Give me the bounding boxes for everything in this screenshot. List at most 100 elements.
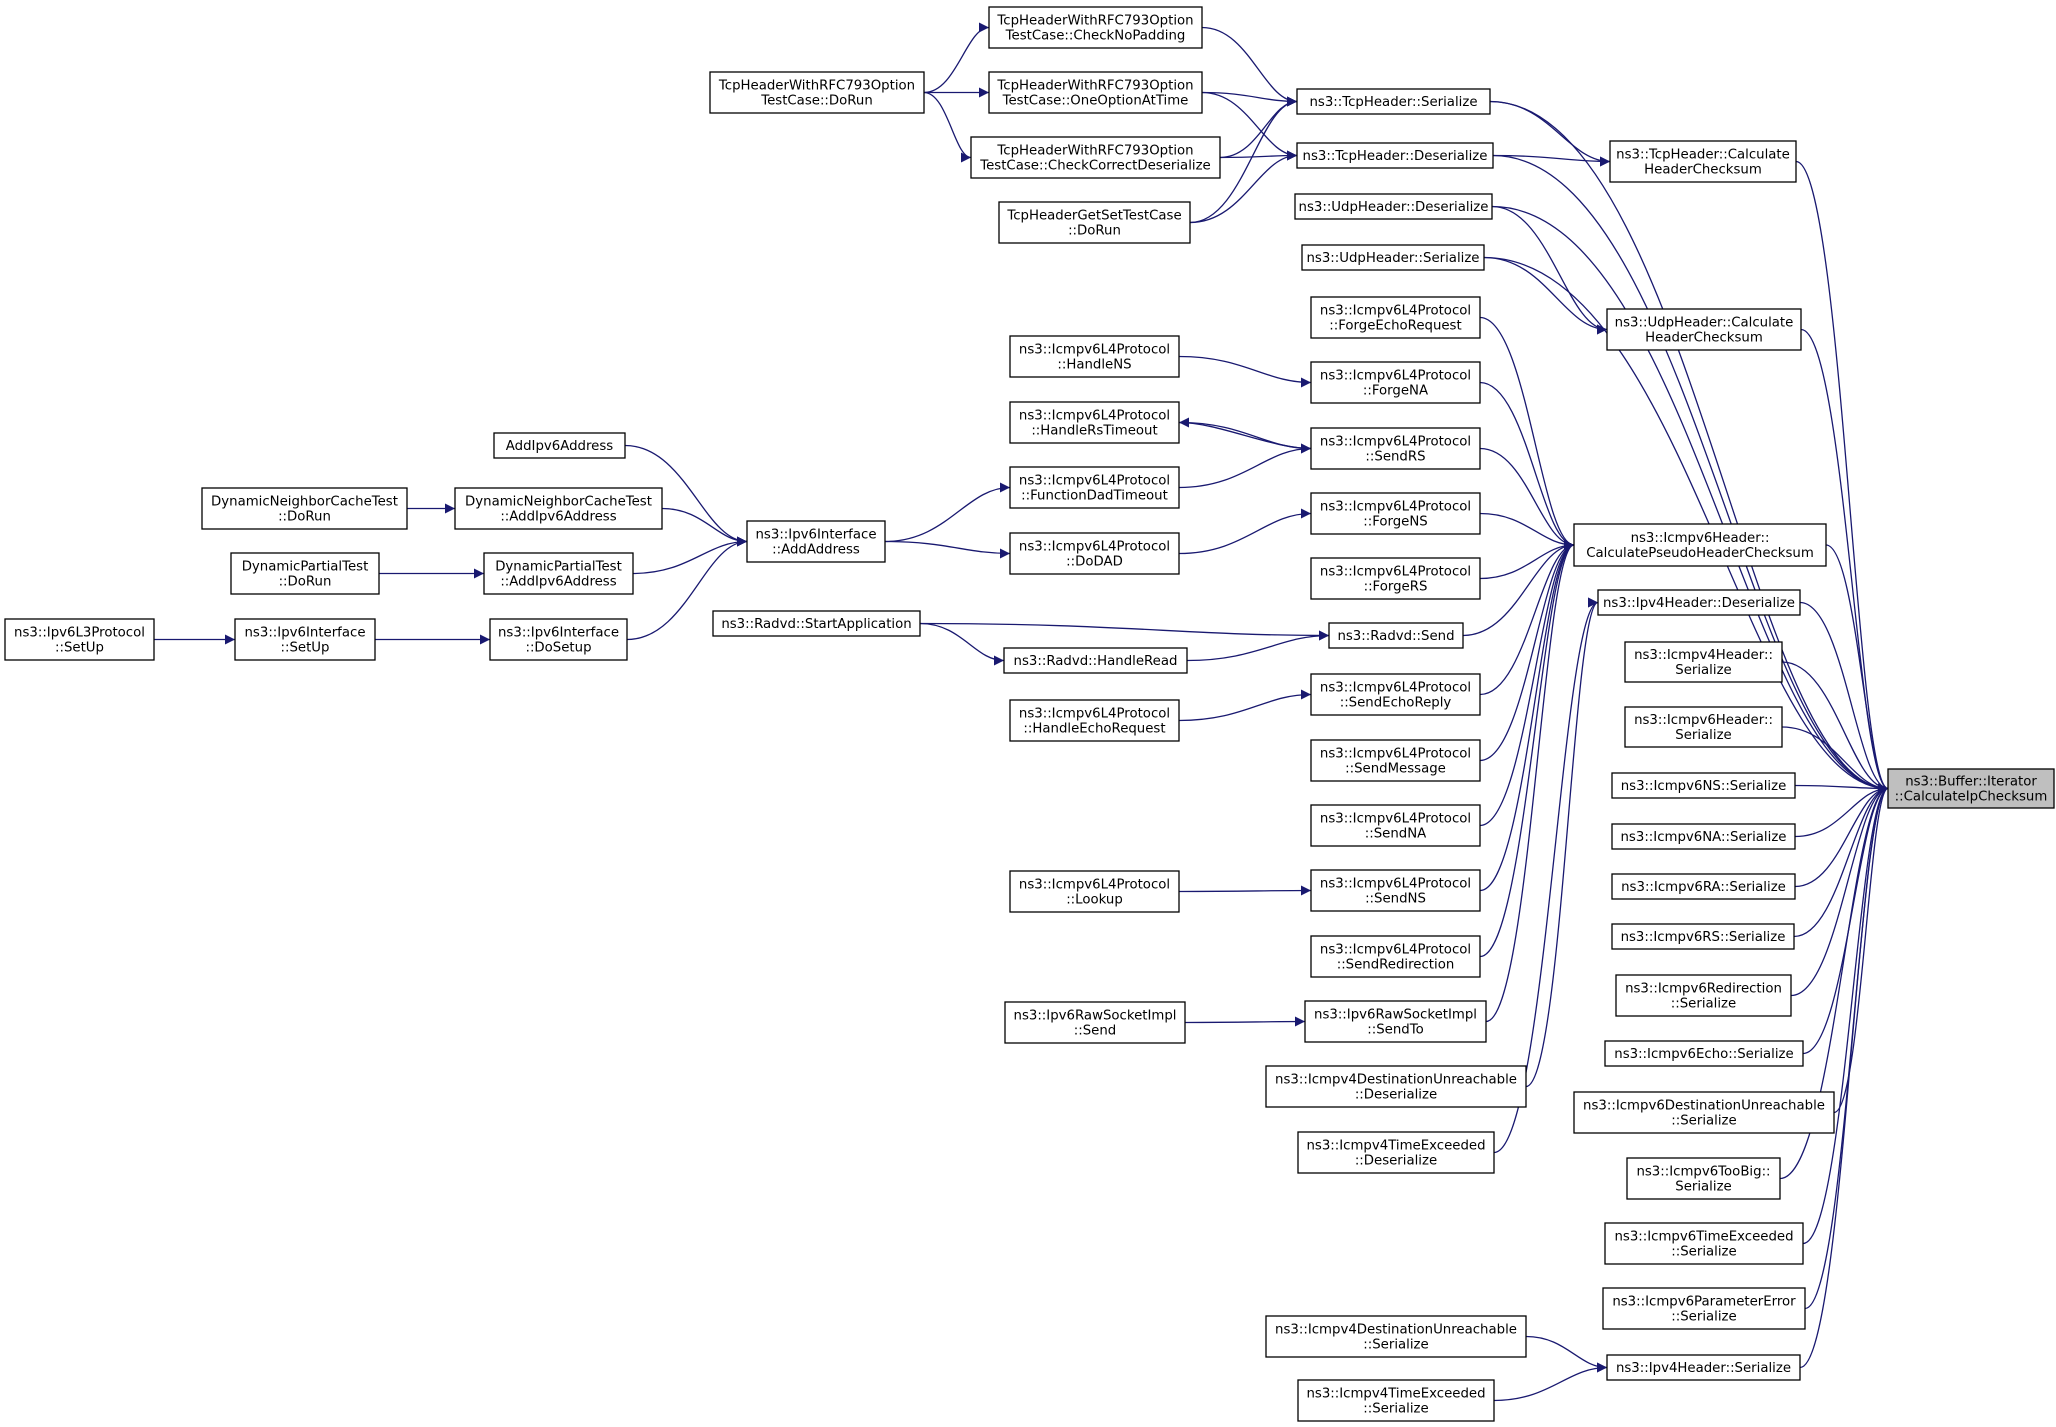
node-ns3-icmpv6l4protocol-dodad[interactable]: ns3::Icmpv6L4Protocol::DoDAD	[1009, 532, 1180, 575]
node-ns3-icmpv6l4protocol-functiondadtimeout[interactable]: ns3::Icmpv6L4Protocol::FunctionDadTimeou…	[1009, 466, 1180, 509]
node-ns3-icmpv6l4protocol-sendechoreply[interactable]: ns3::Icmpv6L4Protocol::SendEchoReply	[1310, 673, 1481, 716]
node-label-line: ns3::Icmpv6L4Protocol	[1019, 707, 1170, 722]
node-label-line: TestCase::DoRun	[760, 94, 873, 109]
node-label-line: ns3::Icmpv6ParameterError	[1612, 1295, 1796, 1310]
node-dynamicpartialtest-addipv6address[interactable]: DynamicPartialTest::AddIpv6Address	[483, 552, 634, 595]
node-ns3-radvd-startapplication[interactable]: ns3::Radvd::StartApplication	[712, 610, 921, 637]
node-ns3-icmpv6redirection-serialize[interactable]: ns3::Icmpv6Redirection::Serialize	[1615, 974, 1792, 1017]
node-box	[1304, 1000, 1487, 1043]
node-ns3-icmpv6l4protocol-sendns[interactable]: ns3::Icmpv6L4Protocol::SendNS	[1310, 869, 1481, 912]
node-ns3-ipv6interface-setup[interactable]: ns3::Ipv6Interface::SetUp	[234, 618, 376, 661]
node-label-line: ::SendNA	[1365, 827, 1427, 842]
node-ns3-tcpheader-deserialize[interactable]: ns3::TcpHeader::Deserialize	[1296, 142, 1494, 169]
node-ns3-ipv6l3protocol-setup[interactable]: ns3::Ipv6L3Protocol::SetUp	[4, 618, 155, 661]
node-label-line: ns3::Icmpv6L4Protocol	[1320, 500, 1471, 515]
node-ns3-ipv4header-serialize[interactable]: ns3::Ipv4Header::Serialize	[1606, 1354, 1801, 1381]
node-ns3-icmpv6l4protocol-forgers[interactable]: ns3::Icmpv6L4Protocol::ForgeRS	[1310, 557, 1481, 600]
node-label-line: ns3::Icmpv6NA::Serialize	[1621, 830, 1787, 845]
node-ns3-icmpv4destinationunreachable-serialize[interactable]: ns3::Icmpv4DestinationUnreachable::Seria…	[1265, 1315, 1527, 1358]
node-ns3-icmpv6ra-serialize[interactable]: ns3::Icmpv6RA::Serialize	[1611, 873, 1796, 900]
node-label-line: ns3::Icmpv4Header::	[1634, 648, 1773, 663]
node-label-line: ::AddIpv6Address	[500, 575, 616, 590]
node-box	[1004, 1001, 1186, 1044]
node-label-line: ::SetUp	[55, 641, 104, 656]
node-ns3-icmpv4header-serialize[interactable]: ns3::Icmpv4Header::Serialize	[1624, 641, 1783, 683]
node-box	[1310, 739, 1481, 782]
node-ns3-icmpv6timeexceeded-serialize[interactable]: ns3::Icmpv6TimeExceeded::Serialize	[1604, 1222, 1804, 1265]
edge-destUnreach4Des-to-ipv4Des	[1525, 597, 1599, 1088]
node-dynamicneighborcachetest-dorun[interactable]: DynamicNeighborCacheTest::DoRun	[201, 487, 408, 530]
node-ns3-tcpheader-serialize[interactable]: ns3::TcpHeader::Serialize	[1296, 88, 1491, 115]
node-ns3-radvd-send[interactable]: ns3::Radvd::Send	[1328, 622, 1464, 649]
node-label-line: ns3::Icmpv6L4Protocol	[1320, 369, 1471, 384]
node-ns3-ipv6rawsocketimpl-sendto[interactable]: ns3::Ipv6RawSocketImpl::SendTo	[1304, 1000, 1487, 1043]
node-ns3-icmpv6toobig-serialize[interactable]: ns3::Icmpv6TooBig::Serialize	[1626, 1157, 1781, 1200]
node-box	[988, 71, 1203, 114]
node-label-line: ns3::Icmpv6L4Protocol	[1019, 409, 1170, 424]
edge-destUnreach4Ser-to-ipv4Ser	[1525, 1335, 1608, 1373]
node-box	[1310, 804, 1481, 847]
node-ns3-radvd-handleread[interactable]: ns3::Radvd::HandleRead	[1003, 647, 1188, 674]
node-tcpheaderwithrfc793optiontestcase-checkcorrectdeserialize[interactable]: TcpHeaderWithRFC793OptionTestCase::Check…	[970, 136, 1221, 179]
node-ns3-icmpv6destinationunreachable-serialize[interactable]: ns3::Icmpv6DestinationUnreachable::Seria…	[1573, 1091, 1835, 1134]
node-ns3-icmpv6l4protocol-handleechorequest[interactable]: ns3::Icmpv6L4Protocol::HandleEchoRequest	[1009, 699, 1180, 742]
node-label-line: ns3::Icmpv6L4Protocol	[1320, 943, 1471, 958]
edge-tcpRfcDoRun-to-checkCorr	[923, 91, 972, 163]
node-box	[1301, 244, 1485, 271]
node-ns3-icmpv6parametererror-serialize[interactable]: ns3::Icmpv6ParameterError::Serialize	[1602, 1287, 1806, 1330]
node-ns3-icmpv6l4protocol-sendredirection[interactable]: ns3::Icmpv6L4Protocol::SendRedirection	[1310, 935, 1481, 978]
node-label-line: ns3::Icmpv6TimeExceeded	[1614, 1230, 1793, 1245]
node-ns3-icmpv6l4protocol-sendrs[interactable]: ns3::Icmpv6L4Protocol::SendRS	[1310, 427, 1481, 470]
node-ns3-icmpv6l4protocol-handlerstimeout[interactable]: ns3::Icmpv6L4Protocol::HandleRsTimeout	[1009, 401, 1180, 444]
node-label-line: ns3::Icmpv4TimeExceeded	[1306, 1139, 1485, 1154]
node-ns3-icmpv6l4protocol-forgens[interactable]: ns3::Icmpv6L4Protocol::ForgeNS	[1310, 492, 1481, 535]
node-ns3-buffer-iterator-calculateipchecksum[interactable]: ns3::Buffer::Iterator::CalculateIpChecks…	[1887, 768, 2055, 809]
node-box	[1296, 88, 1491, 115]
edge-addAddress-to-funcDad	[884, 482, 1011, 543]
node-ns3-icmpv6ns-serialize[interactable]: ns3::Icmpv6NS::Serialize	[1611, 772, 1796, 799]
node-addipv6address[interactable]: AddIpv6Address	[493, 432, 626, 459]
node-ns3-icmpv6l4protocol-forgena[interactable]: ns3::Icmpv6L4Protocol::ForgeNA	[1310, 361, 1481, 404]
node-ns3-icmpv6header-calculatepseudoheaderchecksum[interactable]: ns3::Icmpv6Header::CalculatePseudoHeader…	[1573, 523, 1827, 567]
node-ns3-udpheader-serialize[interactable]: ns3::UdpHeader::Serialize	[1301, 244, 1485, 271]
node-box	[1611, 823, 1796, 850]
node-box	[1297, 1131, 1495, 1174]
node-ns3-icmpv6l4protocol-sendmessage[interactable]: ns3::Icmpv6L4Protocol::SendMessage	[1310, 739, 1481, 782]
node-label-line: ns3::Icmpv6TooBig::	[1636, 1165, 1770, 1180]
node-ns3-icmpv6echo-serialize[interactable]: ns3::Icmpv6Echo::Serialize	[1604, 1040, 1804, 1067]
node-ns3-icmpv6rs-serialize[interactable]: ns3::Icmpv6RS::Serialize	[1611, 923, 1795, 950]
node-ns3-icmpv4timeexceeded-deserialize[interactable]: ns3::Icmpv4TimeExceeded::Deserialize	[1297, 1131, 1495, 1174]
node-dynamicpartialtest-dorun[interactable]: DynamicPartialTest::DoRun	[230, 552, 380, 595]
edge-startApp-to-radvdSend	[919, 622, 1330, 641]
node-ns3-icmpv4destinationunreachable-deserialize[interactable]: ns3::Icmpv4DestinationUnreachable::Deser…	[1265, 1065, 1527, 1108]
node-label-line: ::Serialize	[1363, 1402, 1428, 1417]
node-label-line: ::AddAddress	[772, 543, 860, 558]
node-label-line: ns3::Icmpv6Header::	[1631, 531, 1770, 546]
node-tcpheaderwithrfc793optiontestcase-oneoptionattime[interactable]: TcpHeaderWithRFC793OptionTestCase::OneOp…	[988, 71, 1203, 114]
node-ns3-ipv6interface-addaddress[interactable]: ns3::Ipv6Interface::AddAddress	[746, 520, 886, 563]
node-ns3-icmpv4timeexceeded-serialize[interactable]: ns3::Icmpv4TimeExceeded::Serialize	[1297, 1379, 1495, 1422]
node-ns3-ipv6rawsocketimpl-send[interactable]: ns3::Ipv6RawSocketImpl::Send	[1004, 1001, 1186, 1044]
node-ns3-ipv4header-deserialize[interactable]: ns3::Ipv4Header::Deserialize	[1597, 589, 1801, 616]
node-box	[1606, 1354, 1801, 1381]
edge-forgeNA-to-icmpPseudo	[1479, 381, 1575, 550]
node-ns3-icmpv6l4protocol-forgeechorequest[interactable]: ns3::Icmpv6L4Protocol::ForgeEchoRequest	[1310, 296, 1481, 339]
node-ns3-icmpv6header-serialize[interactable]: ns3::Icmpv6Header::Serialize	[1624, 706, 1783, 748]
node-label-line: ::Lookup	[1066, 893, 1123, 908]
node-label-line: ::ForgeRS	[1364, 580, 1428, 595]
node-label-line: ns3::Ipv4Header::Serialize	[1616, 1361, 1791, 1376]
node-ns3-icmpv6l4protocol-handlens[interactable]: ns3::Icmpv6L4Protocol::HandleNS	[1009, 335, 1180, 378]
node-ns3-ipv6interface-dosetup[interactable]: ns3::Ipv6Interface::DoSetup	[489, 618, 628, 661]
node-tcpheaderwithrfc793optiontestcase-checknopadding[interactable]: TcpHeaderWithRFC793OptionTestCase::Check…	[988, 6, 1203, 49]
node-dynamicneighborcachetest-addipv6address[interactable]: DynamicNeighborCacheTest::AddIpv6Address	[454, 487, 663, 530]
node-tcpheadergetsettestcase-dorun[interactable]: TcpHeaderGetSetTestCase::DoRun	[998, 201, 1191, 244]
node-box	[1009, 699, 1180, 742]
node-ns3-icmpv6l4protocol-lookup[interactable]: ns3::Icmpv6L4Protocol::Lookup	[1009, 870, 1180, 913]
node-ns3-udpheader-deserialize[interactable]: ns3::UdpHeader::Deserialize	[1294, 193, 1493, 220]
node-box	[1296, 142, 1494, 169]
node-ns3-icmpv6l4protocol-sendna[interactable]: ns3::Icmpv6L4Protocol::SendNA	[1310, 804, 1481, 847]
node-ns3-icmpv6na-serialize[interactable]: ns3::Icmpv6NA::Serialize	[1611, 823, 1796, 850]
